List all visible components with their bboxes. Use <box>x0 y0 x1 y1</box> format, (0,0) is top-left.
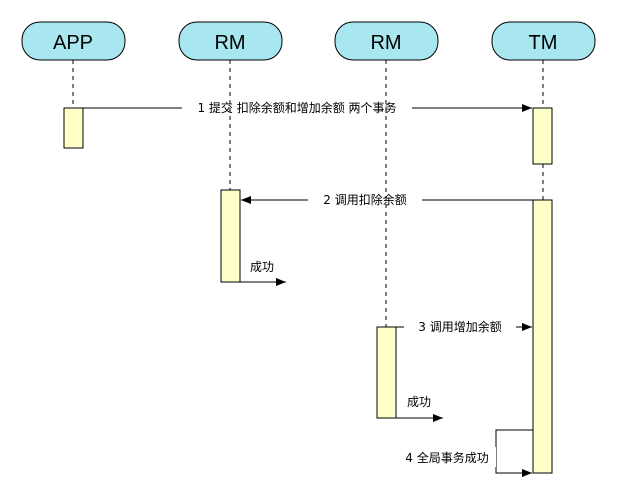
message-6-label: 4 全局事务成功 <box>405 450 488 465</box>
message-4: 3 调用增加余额 <box>396 319 532 334</box>
lifelines <box>72 60 544 327</box>
activation-tm-1 <box>532 107 553 165</box>
actor-tm-label: TM <box>529 32 558 54</box>
actor-rm-2: RM <box>334 21 439 61</box>
message-1: 1 提交 扣除余额和增加余额 两个事务 <box>83 100 532 115</box>
actor-rm-1: RM <box>178 21 283 61</box>
message-6-label-bg <box>398 447 496 467</box>
message-4-label: 3 调用增加余额 <box>418 319 501 334</box>
message-5-label: 成功 <box>407 395 431 409</box>
message-5: 成功 <box>396 395 443 422</box>
message-3-label: 成功 <box>250 260 274 274</box>
activation-rm2 <box>376 326 397 419</box>
message-6: 4 全局事务成功 <box>398 429 533 477</box>
activation-rm1 <box>220 189 241 283</box>
actor-tm: TM <box>491 21 596 61</box>
activation-tm-2 <box>532 199 553 474</box>
message-2: 2 调用扣除余额 <box>241 192 533 207</box>
message-1-label: 1 提交 扣除余额和增加余额 两个事务 <box>197 100 396 115</box>
actor-rm-1-label: RM <box>214 32 245 54</box>
actor-app: APP <box>21 21 126 61</box>
message-3: 成功 <box>240 260 286 286</box>
actor-app-label: APP <box>53 32 93 54</box>
message-6-line <box>495 429 533 477</box>
activations <box>63 107 553 474</box>
actor-rm-2-label: RM <box>370 32 401 54</box>
activation-app <box>63 107 84 149</box>
message-2-label: 2 调用扣除余额 <box>323 192 406 207</box>
